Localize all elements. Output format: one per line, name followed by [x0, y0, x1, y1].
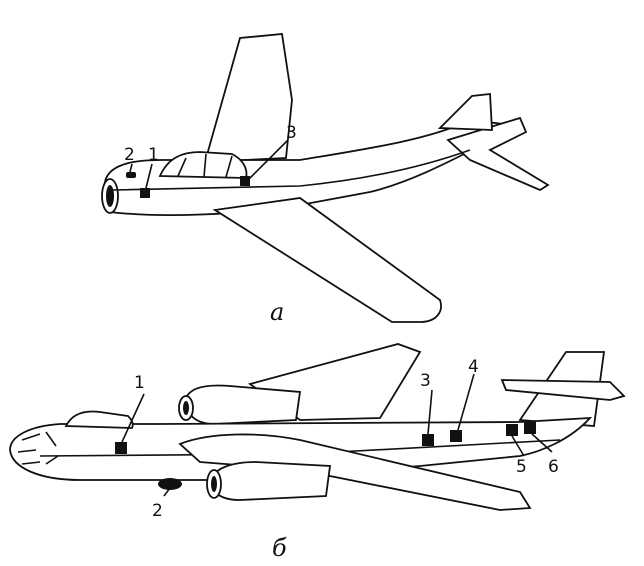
marker-b-1 — [115, 442, 127, 454]
aircraft-b-canopy — [64, 410, 134, 429]
callout-b-1: 1 — [134, 373, 145, 393]
aircraft-a-fuselage — [102, 119, 524, 216]
marker-b-3 — [422, 434, 434, 446]
caption-a: а — [270, 298, 284, 326]
caption-b: б — [272, 534, 287, 562]
aircraft-b-nacelle-near — [210, 461, 332, 501]
callout-b-2: 2 — [152, 501, 163, 521]
callout-a-2: 2 — [124, 145, 135, 165]
marker-a-1 — [140, 188, 150, 198]
marker-b-6 — [524, 422, 536, 434]
callout-a-1: 1 — [148, 145, 159, 165]
aircraft-a-wing — [212, 197, 442, 323]
marker-a-2 — [126, 172, 136, 178]
aircraft-a-fin-upper — [203, 33, 293, 163]
aircraft-a-stabilizer — [446, 116, 550, 192]
aircraft-b: 1 2 3 4 5 6 б — [9, 343, 626, 562]
aircraft-b-nacelle-far — [184, 384, 302, 425]
aircraft-b-gondola — [158, 478, 182, 490]
marker-b-4 — [450, 430, 462, 442]
aircraft-b-stabilizer — [500, 379, 626, 401]
marker-a-3 — [240, 176, 250, 186]
callout-b-4: 4 — [468, 357, 479, 377]
callout-b-6: 6 — [548, 457, 559, 477]
callout-a-3: 3 — [286, 123, 297, 143]
aircraft-a-canopy — [158, 151, 248, 179]
callout-b-5: 5 — [516, 457, 527, 477]
callout-b-3: 3 — [420, 371, 431, 391]
marker-b-5 — [506, 424, 518, 436]
aircraft-a: 1 2 3 а — [101, 33, 550, 326]
aircraft-b-wing-near — [178, 433, 532, 511]
aircraft-a-tail-fin — [437, 93, 493, 131]
